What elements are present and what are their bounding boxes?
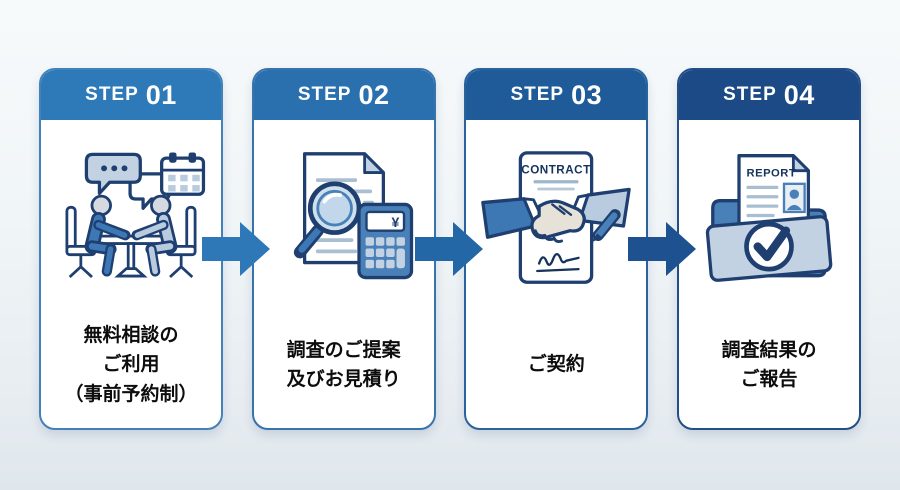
speech-bubble-icon [84,152,142,196]
report-title-text: REPORT [746,167,796,179]
pen-icon [591,208,621,243]
photo-icon [782,182,806,213]
step-card-1: STEP 01 [39,68,223,430]
step-card-3: STEP 03 CONTRACT [464,68,649,430]
handshake-icon [481,187,632,243]
step-header-word: STEP [85,84,139,105]
label-line: ご報告 [740,369,798,390]
arrow-right-icon [628,222,696,276]
step-header-number: 01 [145,79,177,110]
step-header-number: 02 [358,79,390,110]
label-line: （事前予約制） [64,383,198,405]
contract-title-text: CONTRACT [522,163,592,176]
step-description: 調査のご提案 及びお見積り [254,316,434,428]
label-line: 調査のご提案 [286,339,401,361]
report-icon: REPORT [679,120,859,316]
arrow-right-icon [415,222,483,276]
step-card-2: STEP 02 [251,68,436,430]
step-header: STEP 01 [41,70,221,120]
label-line: ご契約 [527,354,585,376]
step-header: STEP 04 [678,70,859,120]
label-line: 調査結果の [721,339,817,361]
step-description: 無料相談の ご利用 （事前予約制） [41,316,221,428]
checkmark-icon [744,221,794,271]
contract-icon: CONTRACT [466,120,646,316]
step-header-word: STEP [723,84,777,105]
estimate-icon: ¥ [254,120,434,316]
step-header-word: STEP [510,84,565,105]
step-description: ご契約 [466,316,646,428]
step-header-number: 04 [783,79,815,110]
label-line: 及びお見積り [286,369,401,390]
step-header: STEP 03 [466,70,647,120]
step-header-number: 03 [571,79,603,110]
calculator-icon: ¥ [357,202,413,279]
arrow-right-icon [202,222,270,276]
step-card-4: STEP 04 REPORT [676,68,861,430]
svg-text:¥: ¥ [391,213,399,229]
step-header: STEP 02 [253,70,434,120]
calendar-icon [160,152,206,196]
step-header-word: STEP [297,84,352,105]
step-description: 調査結果の ご報告 [679,316,859,428]
label-line: 無料相談の [83,324,179,346]
label-line: ご利用 [102,354,160,376]
signature-icon [536,252,580,272]
consultation-icon [41,120,221,316]
